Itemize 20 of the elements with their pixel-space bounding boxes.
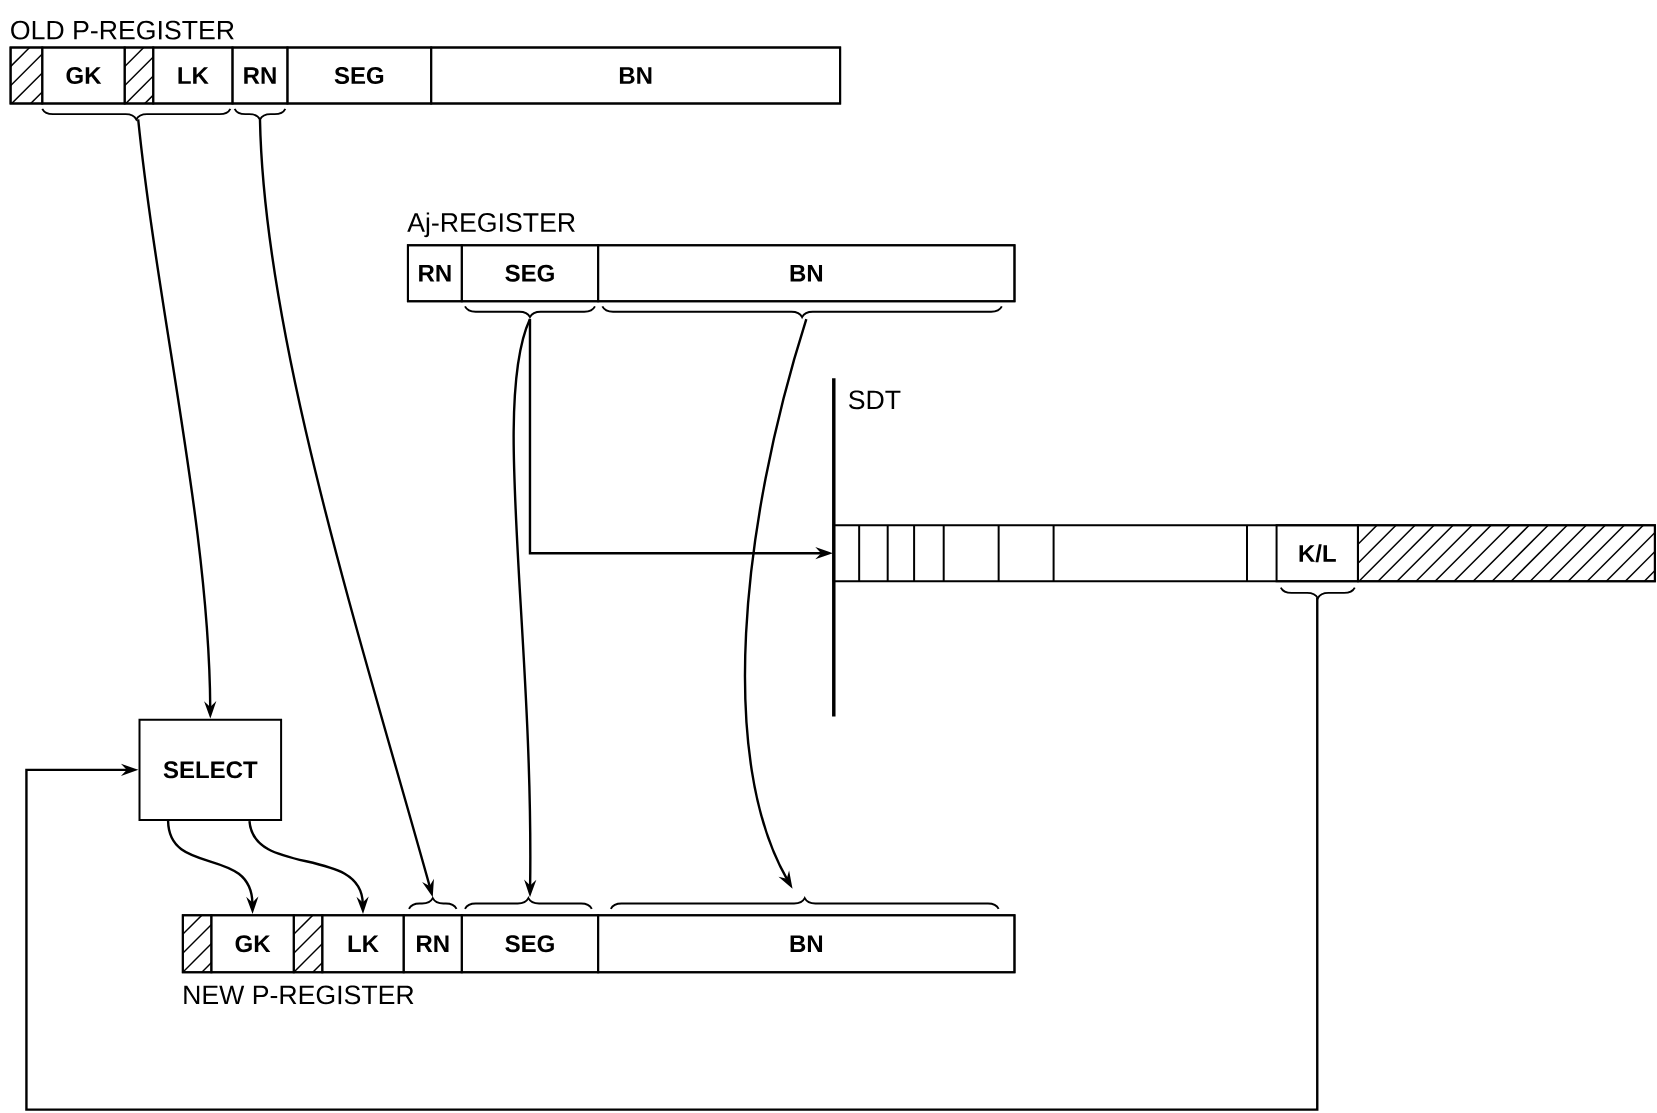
field-cell: SEG — [460, 914, 600, 974]
arrow — [25, 598, 1319, 1111]
field-cell: RN — [402, 914, 463, 974]
field-cell: BN — [597, 244, 1016, 303]
field-cell: BN — [430, 46, 842, 105]
node-label: Aj-REGISTER — [407, 212, 575, 238]
node-label: OLD P-REGISTER — [11, 20, 234, 40]
field-cell: LK — [152, 46, 234, 105]
field-cell: K/L — [1275, 524, 1359, 583]
field-cell: LK — [321, 914, 405, 974]
field-cell: BN — [597, 914, 1016, 974]
select-box: SELECT — [138, 718, 283, 822]
field-cell: SEG — [460, 244, 600, 303]
field-cell: GK — [210, 914, 295, 974]
node-label: SDT — [848, 390, 901, 410]
field-cell: RN — [406, 244, 463, 303]
node-label: NEW P-REGISTER — [184, 985, 414, 1005]
field-cell: SEG — [286, 46, 433, 105]
field-cell: RN — [231, 46, 289, 105]
field-cell: GK — [41, 46, 126, 105]
